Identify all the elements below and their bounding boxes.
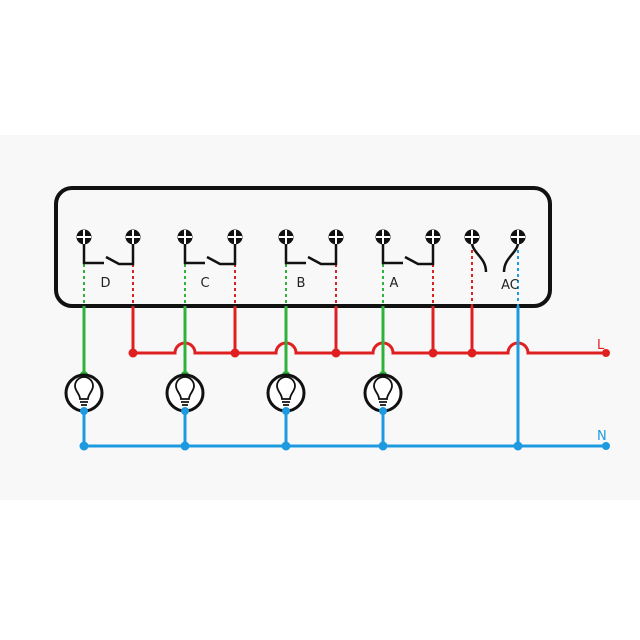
ac-input-wire-icon [502,243,520,273]
lightbulb-icon [373,376,393,406]
relay-module-box [54,186,552,308]
line-terminal-dot [602,349,610,357]
relay-switch-icon [183,244,237,266]
neutral-label: N [597,429,607,444]
channel-label-a: A [390,276,399,291]
junction-dot [230,348,240,358]
junction-dot [128,348,138,358]
junction-dot [467,348,477,358]
channel-label-c: C [200,276,209,291]
diagram-background [0,135,640,500]
junction-dot [379,407,387,415]
junction-dot [281,441,291,451]
junction-dot [378,441,388,451]
line-label: L [597,338,605,353]
screw-cross-icon [228,230,242,244]
ac-label: AC [501,278,519,293]
screw-cross-icon [376,230,390,244]
terminal-a-out [375,229,391,245]
junction-dot [513,441,523,451]
screw-cross-icon [426,230,440,244]
neutral-terminal-dot [602,442,610,450]
junction-dot [331,348,341,358]
lightbulb-icon [276,376,296,406]
junction-dot [282,407,290,415]
line-wire-l [133,341,606,355]
relay-switch-icon [82,244,135,266]
screw-cross-icon [126,230,140,244]
junction-dot [80,407,88,415]
terminal-c-com [227,229,243,245]
lightbulb-icon [175,376,195,406]
terminal-a-com [425,229,441,245]
relay-switch-icon [284,244,338,266]
terminal-b-com [328,229,344,245]
channel-label-b: B [297,276,306,291]
screw-cross-icon [465,230,479,244]
lamp [363,371,403,415]
lamp [165,371,205,415]
relay-switch-icon [381,244,435,266]
junction-dot [79,441,89,451]
terminal-ac-neutral [510,229,526,245]
terminal-c-out [177,229,193,245]
terminal-d-out [76,229,92,245]
junction-dot [181,407,189,415]
screw-cross-icon [178,230,192,244]
terminal-ac-line [464,229,480,245]
junction-dot [428,348,438,358]
lightbulb-icon [74,376,94,406]
terminal-d-com [125,229,141,245]
channel-label-d: D [100,276,110,291]
terminal-b-out [278,229,294,245]
ac-input-wire-icon [470,243,488,273]
lamp [64,371,104,415]
screw-cross-icon [279,230,293,244]
screw-cross-icon [77,230,91,244]
junction-dot [180,441,190,451]
screw-cross-icon [329,230,343,244]
lamp [266,371,306,415]
screw-cross-icon [511,230,525,244]
